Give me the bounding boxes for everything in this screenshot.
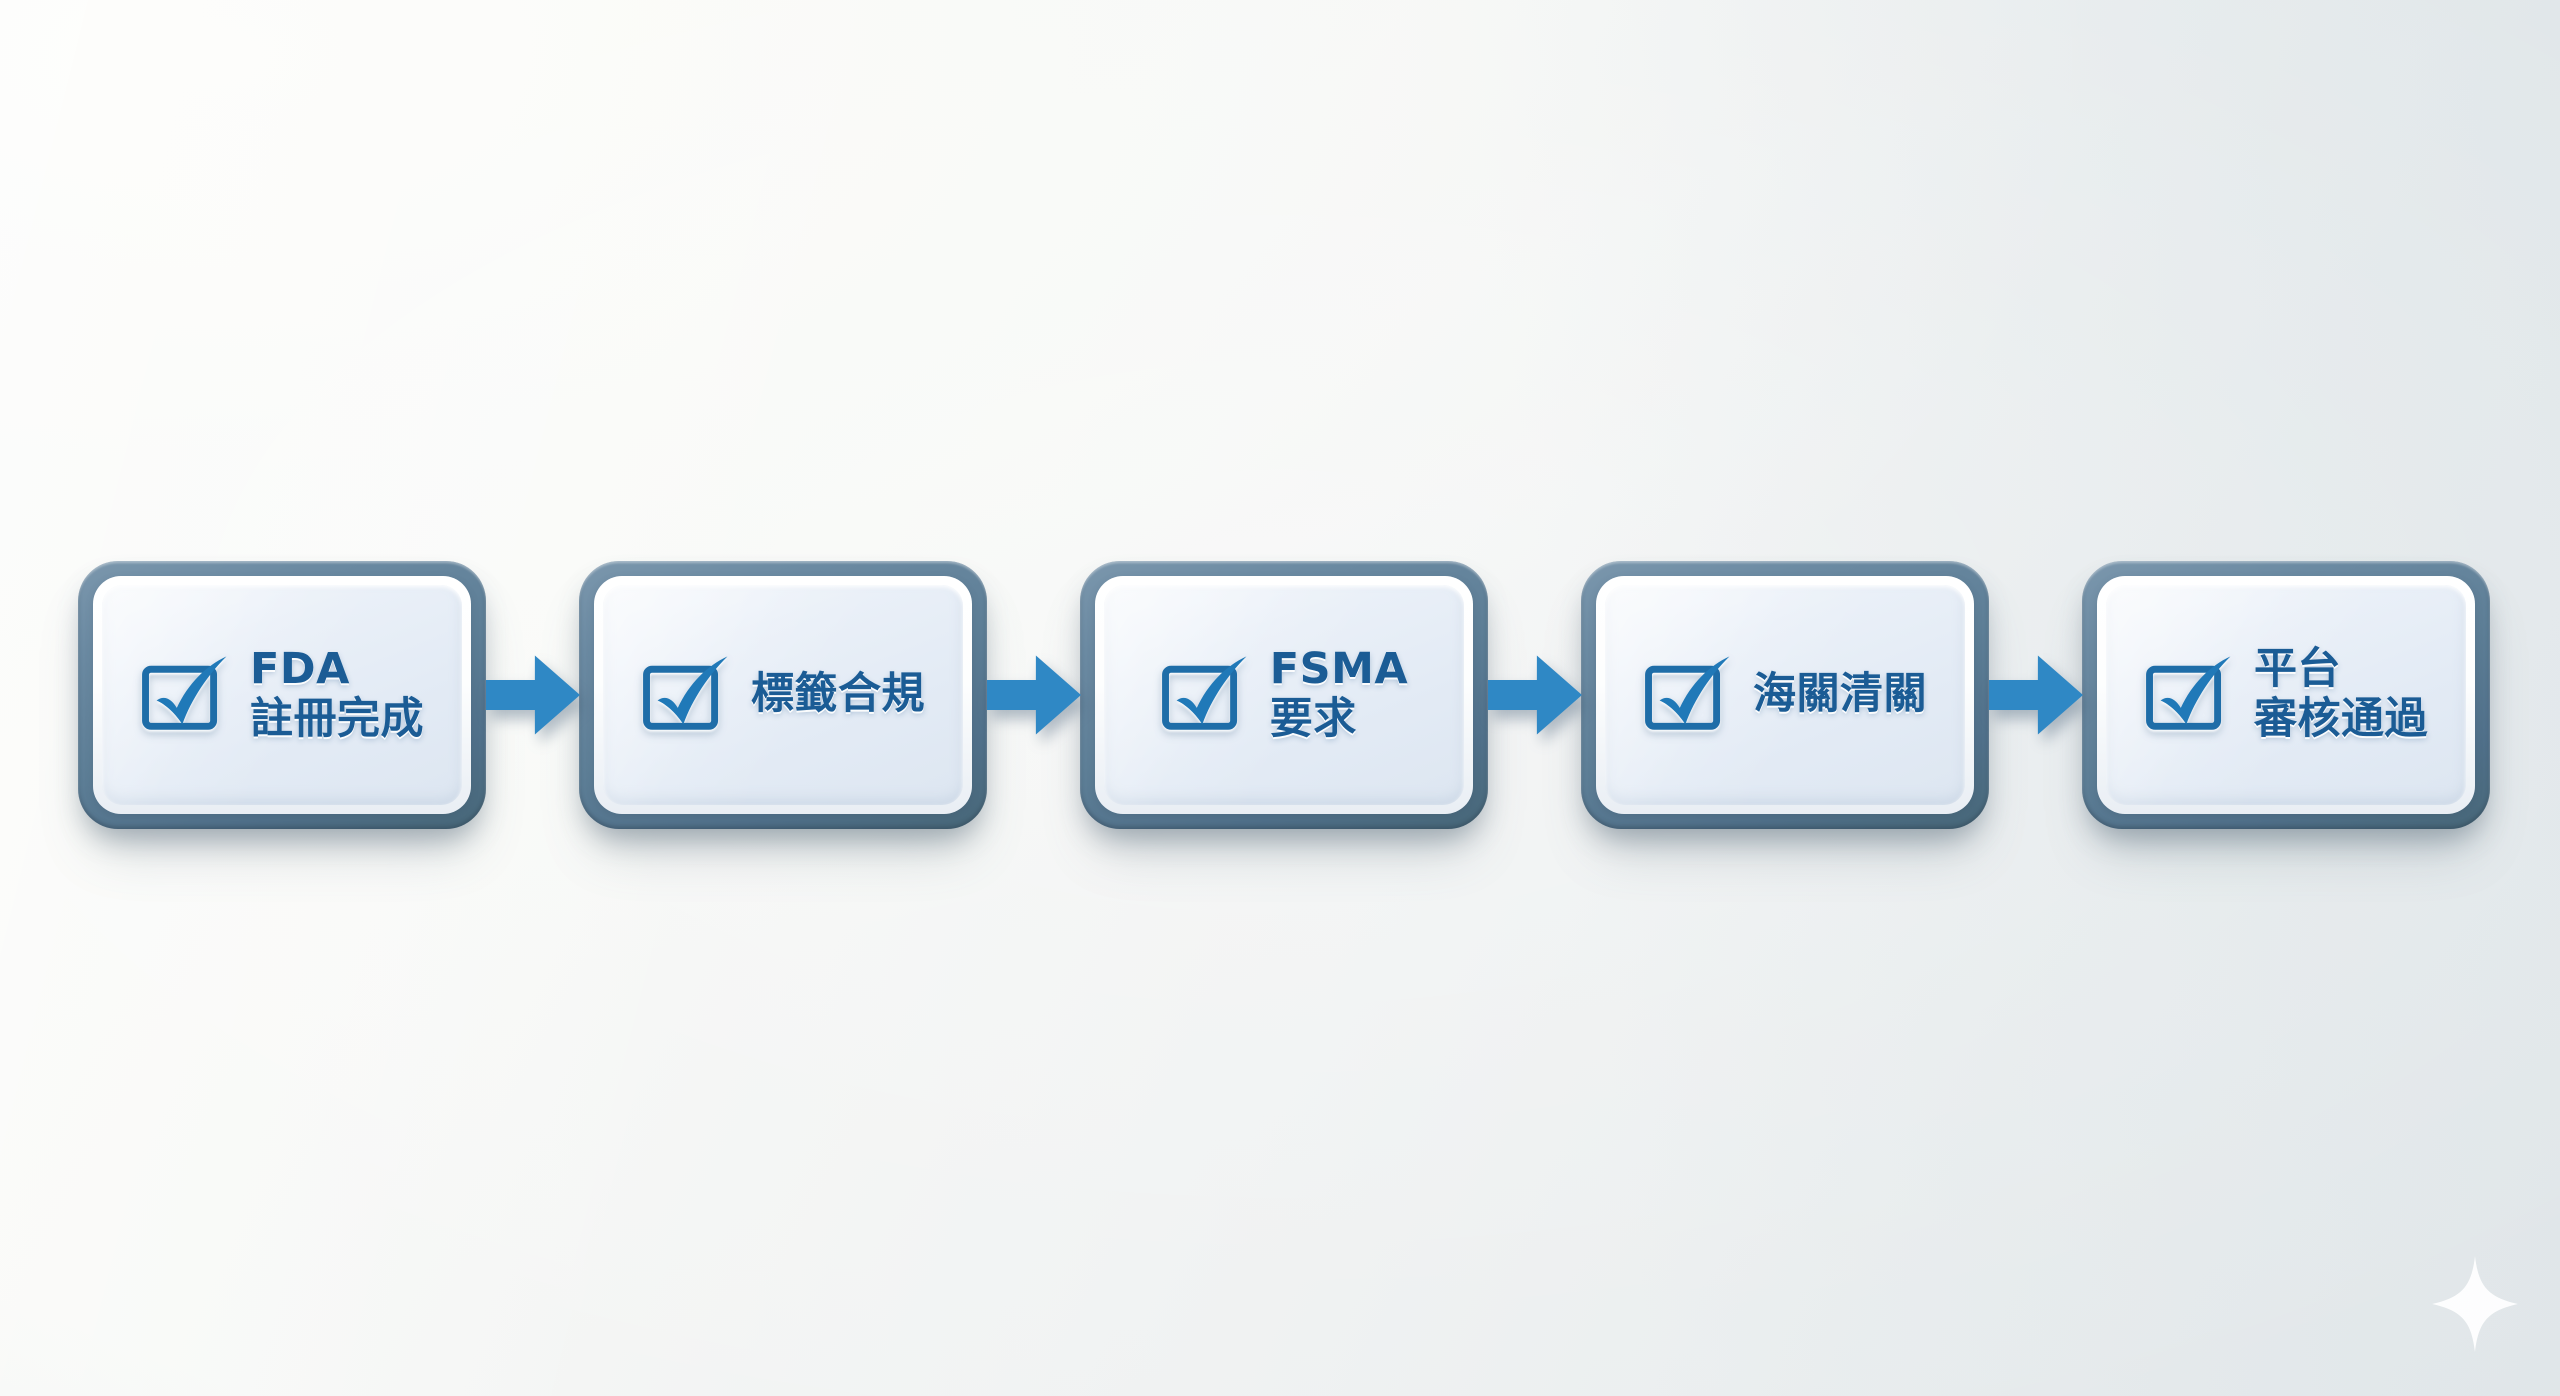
arrow-right-icon <box>986 647 1081 743</box>
process-step-3[interactable]: FSMA 要求 <box>1080 561 1488 829</box>
process-flow: FDA 註冊完成 標籤合規 <box>78 560 2490 830</box>
process-step-2[interactable]: 標籤合規 <box>579 561 987 829</box>
process-step-4[interactable]: 海關清關 <box>1581 561 1989 829</box>
step-panel: 平台 審核通過 <box>2106 585 2466 805</box>
checkbox-checked-icon <box>2144 649 2236 741</box>
step-panel: FDA 註冊完成 <box>102 585 462 805</box>
sparkle-four-point-icon <box>2432 1256 2518 1352</box>
arrow-right-icon <box>485 647 580 743</box>
checkbox-checked-icon <box>1160 649 1252 741</box>
step-panel: 海關清關 <box>1605 585 1965 805</box>
step-label: 平台 審核通過 <box>2254 644 2428 744</box>
process-step-5[interactable]: 平台 審核通過 <box>2082 561 2490 829</box>
step-panel: 標籤合規 <box>603 585 963 805</box>
step-label: 海關清關 <box>1753 669 1927 720</box>
checkbox-checked-icon <box>641 649 733 741</box>
step-label: FDA 註冊完成 <box>250 644 424 744</box>
checkbox-checked-icon <box>140 649 232 741</box>
process-step-1[interactable]: FDA 註冊完成 <box>78 561 486 829</box>
arrow-right-icon <box>1988 647 2083 743</box>
checkbox-checked-icon <box>1643 649 1735 741</box>
step-label: 標籤合規 <box>751 669 925 720</box>
arrow-right-icon <box>1487 647 1582 743</box>
step-label: FSMA 要求 <box>1269 644 1409 744</box>
step-panel: FSMA 要求 <box>1104 585 1464 805</box>
